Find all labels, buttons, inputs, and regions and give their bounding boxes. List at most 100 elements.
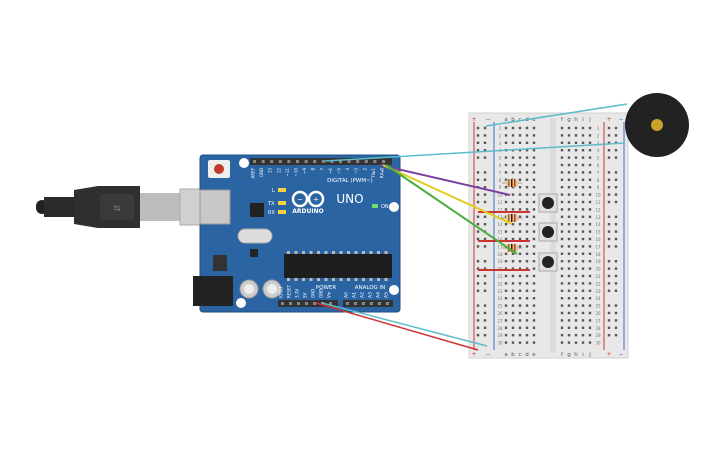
breadboard-hole[interactable] — [574, 163, 578, 167]
rail-hole[interactable] — [607, 223, 611, 226]
breadboard-hole[interactable] — [504, 126, 508, 130]
rail-hole[interactable] — [614, 193, 618, 196]
breadboard-hole[interactable] — [588, 326, 592, 329]
header-pin[interactable] — [382, 160, 385, 163]
breadboard-hole[interactable] — [588, 245, 592, 248]
breadboard-hole[interactable] — [525, 163, 529, 167]
breadboard-hole[interactable] — [518, 186, 522, 189]
rail-hole[interactable] — [607, 274, 611, 278]
breadboard-hole[interactable] — [574, 237, 578, 241]
header-pin[interactable] — [356, 160, 360, 163]
rail-hole[interactable] — [607, 334, 611, 337]
rail-hole[interactable] — [483, 223, 487, 226]
breadboard-hole[interactable] — [574, 252, 578, 255]
breadboard-hole[interactable] — [560, 341, 564, 344]
breadboard-hole[interactable] — [567, 267, 571, 270]
breadboard-hole[interactable] — [567, 149, 571, 152]
breadboard-hole[interactable] — [588, 282, 592, 285]
resistor[interactable] — [502, 214, 522, 222]
header-pin[interactable] — [270, 160, 274, 163]
breadboard-hole[interactable] — [532, 237, 536, 241]
breadboard-hole[interactable] — [518, 208, 522, 211]
rail-hole[interactable] — [476, 200, 480, 204]
breadboard-hole[interactable] — [525, 282, 529, 285]
rail-hole[interactable] — [483, 304, 487, 307]
rail-hole[interactable] — [614, 326, 618, 329]
breadboard-hole[interactable] — [581, 282, 585, 285]
breadboard-hole[interactable] — [560, 260, 564, 263]
wire-cyan-gnd[interactable] — [321, 302, 488, 347]
breadboard-hole[interactable] — [518, 134, 522, 137]
breadboard-hole[interactable] — [504, 304, 508, 307]
rail-hole[interactable] — [614, 237, 618, 241]
breadboard-hole[interactable] — [518, 193, 522, 196]
breadboard-hole[interactable] — [504, 274, 508, 278]
breadboard-hole[interactable] — [518, 245, 522, 248]
breadboard-hole[interactable] — [525, 267, 529, 270]
rail-hole[interactable] — [614, 311, 618, 315]
rail-hole[interactable] — [614, 171, 618, 174]
breadboard-hole[interactable] — [574, 326, 578, 329]
usb-cable[interactable]: ⇆ — [36, 186, 229, 228]
breadboard-hole[interactable] — [574, 260, 578, 263]
breadboard-hole[interactable] — [581, 304, 585, 307]
breadboard-hole[interactable] — [504, 230, 508, 233]
breadboard-hole[interactable] — [511, 200, 515, 204]
rail-hole[interactable] — [483, 311, 487, 315]
rail-hole[interactable] — [607, 304, 611, 307]
breadboard-hole[interactable] — [532, 186, 536, 189]
reset-button-cap[interactable] — [214, 164, 224, 174]
breadboard-hole[interactable] — [588, 156, 592, 159]
breadboard-hole[interactable] — [532, 245, 536, 248]
breadboard-hole[interactable] — [525, 252, 529, 255]
breadboard-hole[interactable] — [574, 274, 578, 278]
breadboard-hole[interactable] — [588, 200, 592, 204]
breadboard-hole[interactable] — [504, 282, 508, 285]
rail-hole[interactable] — [476, 334, 480, 337]
breadboard-hole[interactable] — [525, 297, 529, 300]
rail-hole[interactable] — [614, 215, 618, 218]
breadboard-hole[interactable] — [581, 178, 585, 181]
breadboard-hole[interactable] — [511, 223, 515, 226]
breadboard-hole[interactable] — [511, 230, 515, 233]
breadboard-hole[interactable] — [525, 260, 529, 263]
breadboard-hole[interactable] — [511, 193, 515, 196]
breadboard-hole[interactable] — [504, 134, 508, 137]
breadboard-hole[interactable] — [525, 134, 529, 137]
rail-hole[interactable] — [483, 126, 487, 130]
rail-hole[interactable] — [607, 245, 611, 248]
rail-hole[interactable] — [614, 126, 618, 130]
rail-hole[interactable] — [476, 260, 480, 263]
breadboard-hole[interactable] — [567, 252, 571, 255]
breadboard-hole[interactable] — [525, 208, 529, 211]
breadboard-hole[interactable] — [532, 200, 536, 204]
breadboard-hole[interactable] — [581, 141, 585, 144]
rail-hole[interactable] — [483, 282, 487, 285]
rail-hole[interactable] — [607, 319, 611, 322]
breadboard-hole[interactable] — [532, 289, 536, 292]
breadboard-hole[interactable] — [560, 274, 564, 278]
breadboard-hole[interactable] — [504, 186, 508, 189]
breadboard-hole[interactable] — [567, 156, 571, 159]
breadboard-hole[interactable] — [525, 215, 529, 218]
breadboard-hole[interactable] — [581, 230, 585, 233]
header-pin[interactable] — [373, 160, 377, 163]
breadboard-hole[interactable] — [574, 334, 578, 337]
breadboard-hole[interactable] — [504, 171, 508, 174]
breadboard-hole[interactable] — [574, 200, 578, 204]
breadboard-hole[interactable] — [504, 163, 508, 167]
breadboard-hole[interactable] — [567, 171, 571, 174]
breadboard-hole[interactable] — [581, 267, 585, 270]
breadboard-hole[interactable] — [518, 274, 522, 278]
header-pin[interactable] — [313, 302, 316, 305]
breadboard-hole[interactable] — [532, 141, 536, 144]
breadboard-hole[interactable] — [588, 319, 592, 322]
breadboard-hole[interactable] — [511, 319, 515, 322]
header-pin[interactable] — [364, 160, 368, 163]
breadboard-hole[interactable] — [518, 171, 522, 174]
header-pin[interactable] — [346, 302, 349, 305]
breadboard-hole[interactable] — [504, 200, 508, 204]
rail-hole[interactable] — [614, 282, 618, 285]
breadboard-hole[interactable] — [560, 193, 564, 196]
breadboard-hole[interactable] — [574, 297, 578, 300]
